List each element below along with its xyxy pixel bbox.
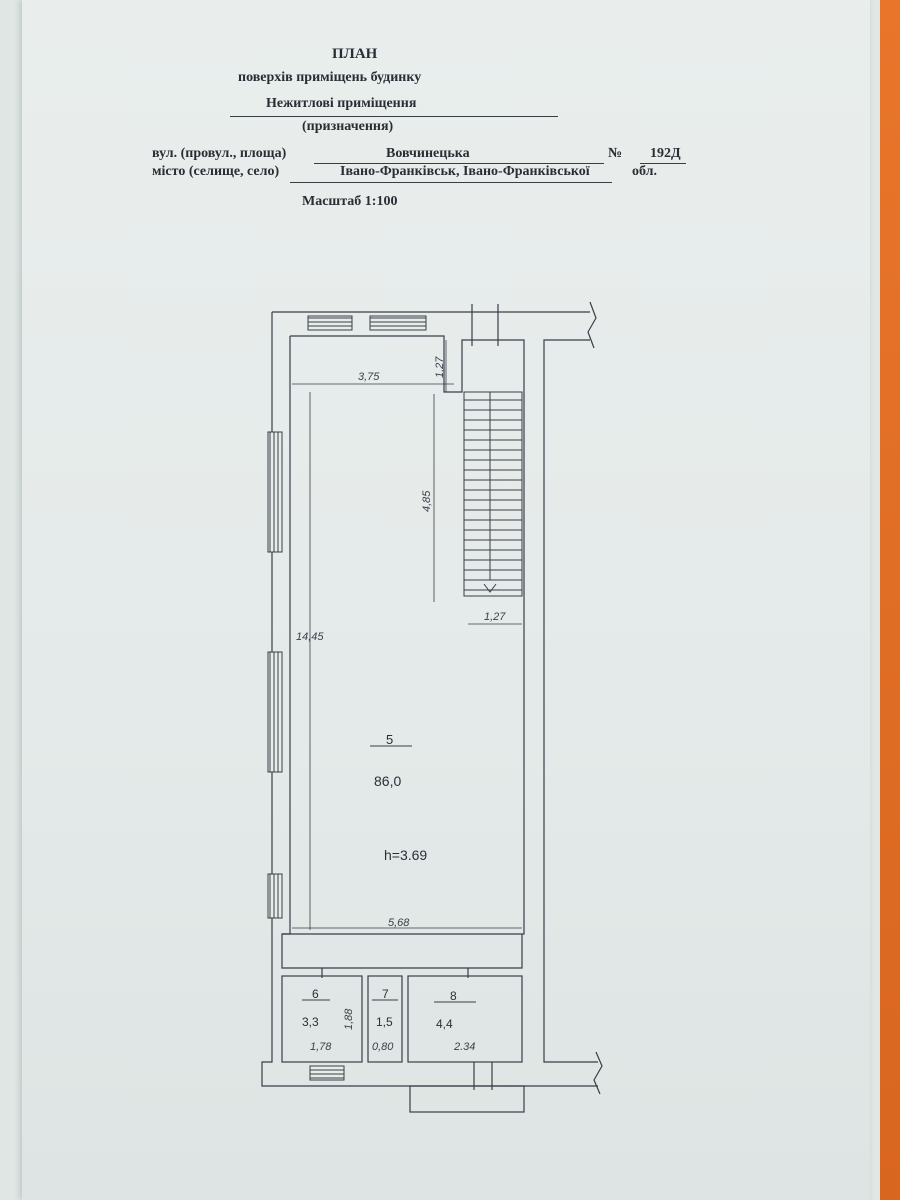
room-5-number: 5 — [386, 732, 393, 747]
room-5-label: 5 86,0 h=3.69 — [370, 732, 427, 863]
dim-room7-width: 0,80 — [372, 1041, 394, 1053]
dim-total-length: 14,45 — [296, 631, 324, 643]
room-5-area: 86,0 — [374, 773, 401, 789]
room-6-label: 6 3,3 — [302, 987, 330, 1029]
street-value: Вовчинецька — [386, 146, 470, 161]
dim-stair-width: 1,27 — [484, 611, 506, 623]
room-7-label: 7 1,5 — [372, 987, 398, 1029]
purpose-underline — [230, 116, 558, 117]
room-8-label: 8 4,4 — [434, 989, 476, 1031]
room-7-area: 1,5 — [376, 1015, 393, 1029]
room-5-height: h=3.69 — [384, 847, 427, 863]
room-6-number: 6 — [312, 987, 319, 1001]
document-page — [22, 0, 870, 1200]
city-underline — [290, 182, 612, 183]
plan-title: ПЛАН — [332, 46, 378, 62]
dim-top-width: 3,75 — [358, 371, 380, 383]
dim-room6-width: 1,78 — [310, 1041, 332, 1053]
number-label: № — [608, 146, 623, 161]
number-value: 192Д — [650, 146, 681, 161]
dim-stair-length: 4,85 — [421, 490, 433, 512]
dim-room6-depth: 1,88 — [343, 1008, 355, 1030]
purpose-value: Нежитлові приміщення — [266, 96, 417, 111]
region-suffix: обл. — [632, 164, 658, 179]
room-8-number: 8 — [450, 989, 457, 1003]
walls — [261, 301, 603, 1113]
room-7-number: 7 — [382, 987, 389, 1001]
dim-hall-width: 5,68 — [388, 917, 410, 929]
windows — [267, 315, 427, 1081]
room-8-area: 4,4 — [436, 1017, 453, 1031]
purpose-label: (призначення) — [302, 119, 394, 134]
city-value: Івано-Франківськ, Івано-Франківської — [340, 164, 590, 179]
room-6-area: 3,3 — [302, 1015, 319, 1029]
plan-subtitle: поверхів приміщень будинку — [238, 70, 422, 85]
scale-label: Масштаб 1:100 — [302, 194, 398, 209]
street-label: вул. (провул., площа) — [152, 146, 287, 161]
dim-room8-width: 2.34 — [453, 1041, 475, 1053]
street-underline — [314, 163, 604, 164]
number-underline — [640, 163, 686, 164]
stairs — [463, 391, 523, 597]
city-label: місто (селище, село) — [152, 164, 280, 179]
dim-stair-gap: 1,27 — [434, 356, 446, 378]
dimension-lines — [292, 340, 522, 930]
